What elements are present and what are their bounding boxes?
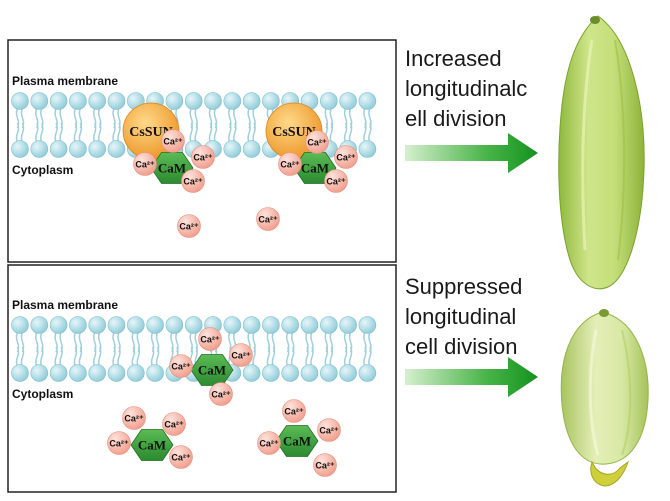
lipid-pair — [49, 316, 68, 382]
calcium-ion-label: Ca²⁺ — [109, 439, 129, 449]
calcium-ion: Ca²⁺ — [161, 129, 185, 153]
calcium-ion: Ca²⁺ — [305, 130, 329, 154]
bottom-caption-line-2: longitudinal — [405, 304, 517, 329]
calcium-ion-label: Ca²⁺ — [200, 335, 220, 345]
calcium-ion: Ca²⁺ — [313, 453, 337, 477]
calcium-ion: Ca²⁺ — [107, 431, 131, 455]
lipid-pair — [358, 316, 377, 382]
calcium-ion-label: Ca²⁺ — [259, 439, 279, 449]
bottom-arrow — [405, 357, 538, 397]
calcium-ion: Ca²⁺ — [324, 169, 348, 193]
calcium-ion-label: Ca²⁺ — [231, 351, 251, 361]
lipid-pair — [69, 92, 87, 158]
calcium-ion-label: Ca²⁺ — [336, 153, 356, 163]
calcium-ion: Ca²⁺ — [198, 327, 222, 351]
lipid-pair — [184, 92, 203, 158]
bottom-cytoplasm-label: Cytoplasm — [12, 387, 73, 401]
elongated-fruit-image — [558, 15, 645, 290]
lipid-pair — [127, 316, 145, 382]
calcium-ion-label: Ca²⁺ — [183, 177, 203, 187]
calcium-ion-label: Ca²⁺ — [124, 414, 144, 424]
calcium-ion-label: Ca²⁺ — [171, 453, 191, 463]
calcium-ion-label: Ca²⁺ — [280, 160, 300, 170]
calcium-ion: Ca²⁺ — [169, 445, 193, 469]
lipid-pair — [300, 316, 319, 382]
calcium-ion: Ca²⁺ — [257, 431, 281, 455]
calcium-ion: Ca²⁺ — [122, 406, 146, 430]
calcium-ion-label: Ca²⁺ — [211, 390, 231, 400]
top-membrane-bilayer — [11, 92, 377, 158]
calcium-ion-label: Ca²⁺ — [179, 222, 199, 232]
calcium-ion: Ca²⁺ — [181, 169, 205, 193]
lipid-pair — [319, 316, 338, 382]
lipid-pair — [11, 92, 29, 158]
calcium-ion: Ca²⁺ — [256, 207, 280, 231]
lipid-pair — [281, 316, 300, 382]
calcium-ion-label: Ca²⁺ — [193, 153, 213, 163]
calcium-ion-label: Ca²⁺ — [135, 160, 155, 170]
calcium-ion: Ca²⁺ — [209, 382, 233, 406]
cssun-label: CsSUN — [272, 125, 316, 140]
calmodulin-label: CaM — [283, 434, 311, 449]
calcium-ion: Ca²⁺ — [177, 214, 201, 238]
calcium-ion-label: Ca²⁺ — [307, 138, 327, 148]
calmodulin-label: CaM — [198, 363, 226, 378]
top-arrow — [405, 133, 538, 173]
calmodulin-label: CaM — [138, 438, 166, 453]
calmodulin-label: CaM — [301, 161, 329, 176]
calcium-ion-label: Ca²⁺ — [163, 137, 183, 147]
lipid-pair — [107, 92, 126, 158]
calcium-ion: Ca²⁺ — [162, 412, 186, 436]
lipid-pair — [146, 316, 164, 382]
lipid-pair — [30, 92, 49, 158]
calcium-ion-label: Ca²⁺ — [258, 215, 278, 225]
calcium-ion-label: Ca²⁺ — [171, 362, 191, 372]
lipid-pair — [88, 92, 106, 158]
top-caption-line-2: longitudinalc — [405, 76, 528, 101]
cssun-label: CsSUN — [129, 125, 173, 140]
calcium-ion-label: Ca²⁺ — [319, 426, 339, 436]
calcium-ion: Ca²⁺ — [334, 145, 358, 169]
lipid-pair — [358, 92, 377, 158]
bottom-caption: Suppressed longitudinal cell division — [405, 272, 522, 362]
calcium-ion: Ca²⁺ — [317, 418, 341, 442]
calcium-ion: Ca²⁺ — [191, 145, 215, 169]
lipid-pair — [242, 316, 261, 382]
lipid-pair — [339, 316, 357, 382]
calmodulin: CaM — [275, 425, 319, 457]
lipid-pair — [49, 92, 68, 158]
calcium-ion: Ca²⁺ — [229, 343, 253, 367]
top-caption-line-3: ell division — [405, 106, 507, 131]
lipid-pair — [107, 316, 126, 382]
calcium-ion: Ca²⁺ — [282, 399, 306, 423]
calcium-ion-label: Ca²⁺ — [326, 177, 346, 187]
lipid-pair — [223, 92, 242, 158]
top-membrane-label: Plasma membrane — [12, 74, 118, 88]
lipid-pair — [262, 316, 280, 382]
round-fruit-image — [560, 309, 649, 487]
calmodulin-label: CaM — [158, 161, 186, 176]
bottom-caption-line-1: Suppressed — [405, 274, 523, 299]
calcium-ion: Ca²⁺ — [278, 152, 302, 176]
calcium-ion-label: Ca²⁺ — [164, 420, 184, 430]
lipid-pair — [204, 92, 222, 158]
lipid-pair — [69, 316, 87, 382]
top-caption: Increased longitudinalc ell division — [405, 44, 527, 134]
calcium-ion-label: Ca²⁺ — [284, 407, 304, 417]
calcium-ion-label: Ca²⁺ — [315, 461, 335, 471]
calmodulin: CaM — [130, 429, 174, 461]
bottom-caption-line-3: cell division — [405, 334, 518, 359]
lipid-pair — [88, 316, 106, 382]
bottom-membrane-label: Plasma membrane — [12, 298, 118, 312]
lipid-pair — [242, 92, 261, 158]
calcium-ion: Ca²⁺ — [133, 152, 157, 176]
calcium-ion: Ca²⁺ — [169, 354, 193, 378]
lipid-pair — [11, 316, 29, 382]
top-caption-line-1: Increased — [405, 46, 502, 71]
top-cytoplasm-label: Cytoplasm — [12, 163, 73, 177]
lipid-pair — [30, 316, 49, 382]
